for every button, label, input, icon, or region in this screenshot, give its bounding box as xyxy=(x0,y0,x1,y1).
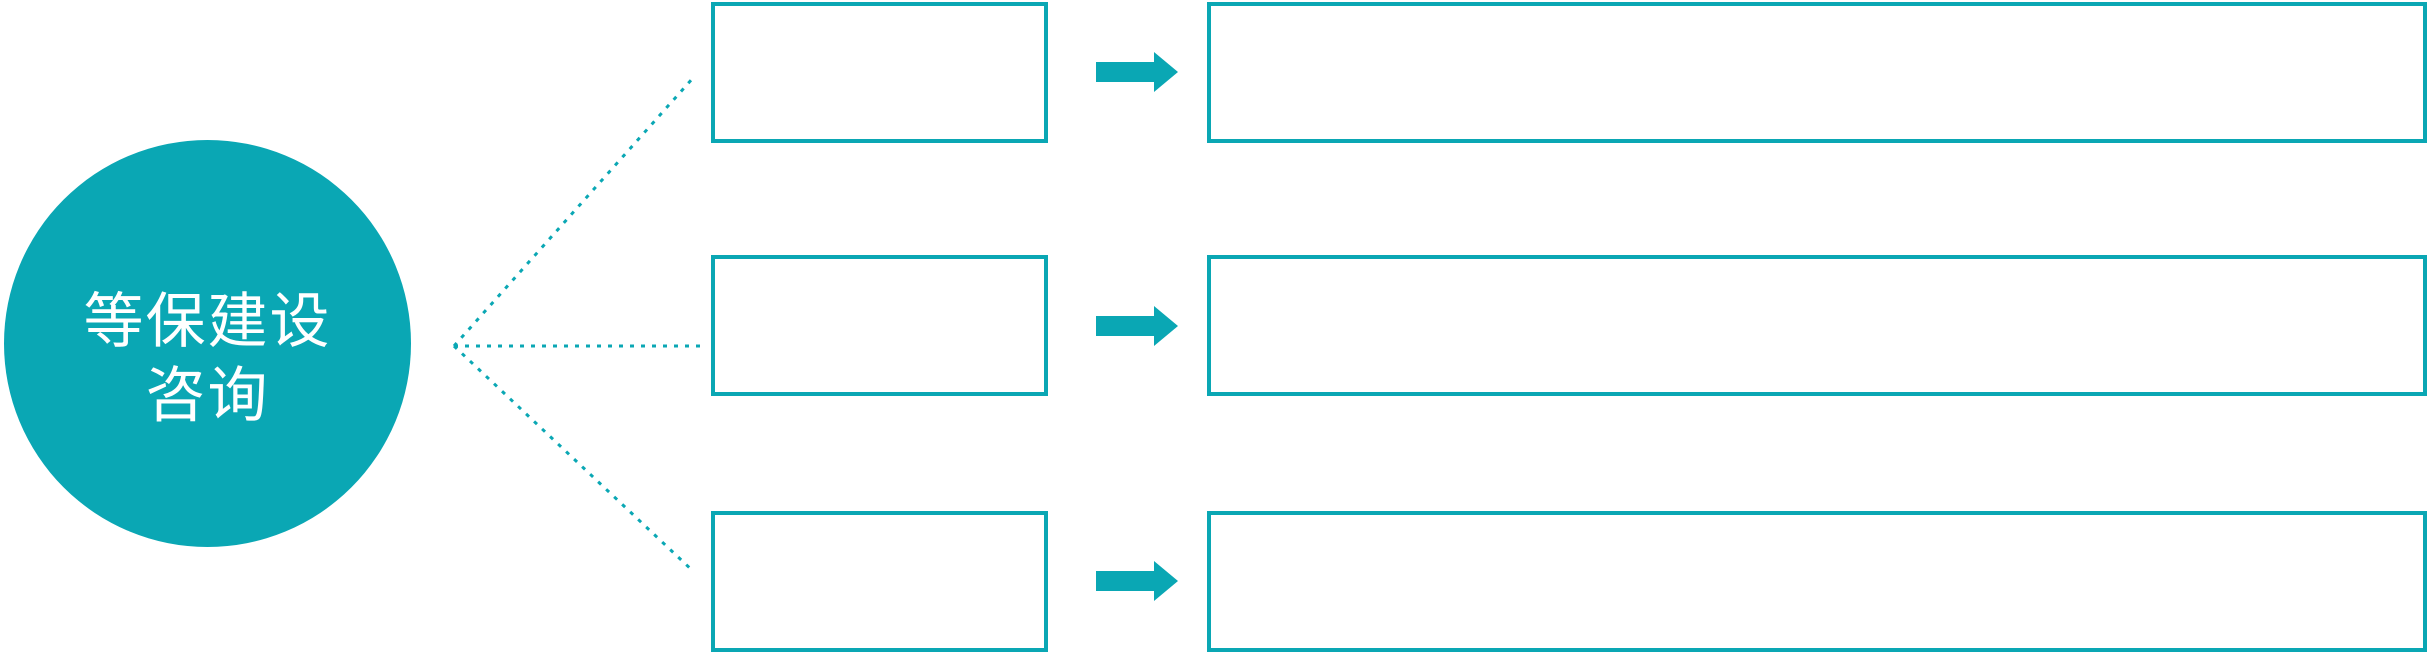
step-small-box xyxy=(711,511,1048,652)
topic-circle-label-line1: 等保建设 xyxy=(83,287,332,355)
right-arrow-icon xyxy=(1096,561,1178,601)
topic-circle-label-line2: 咨询 xyxy=(145,361,270,429)
step-small-box xyxy=(711,2,1048,143)
dotted-connector-line-top xyxy=(452,77,695,347)
step-large-box xyxy=(1207,511,2427,652)
step-small-box xyxy=(711,255,1048,396)
dotted-connector-line-bottom xyxy=(452,344,696,574)
step-large-box xyxy=(1207,255,2427,396)
right-arrow-icon xyxy=(1096,52,1178,92)
right-arrow-icon xyxy=(1096,306,1178,346)
topic-circle: 等保建设 咨询 xyxy=(4,140,411,547)
step-large-box xyxy=(1207,2,2427,143)
